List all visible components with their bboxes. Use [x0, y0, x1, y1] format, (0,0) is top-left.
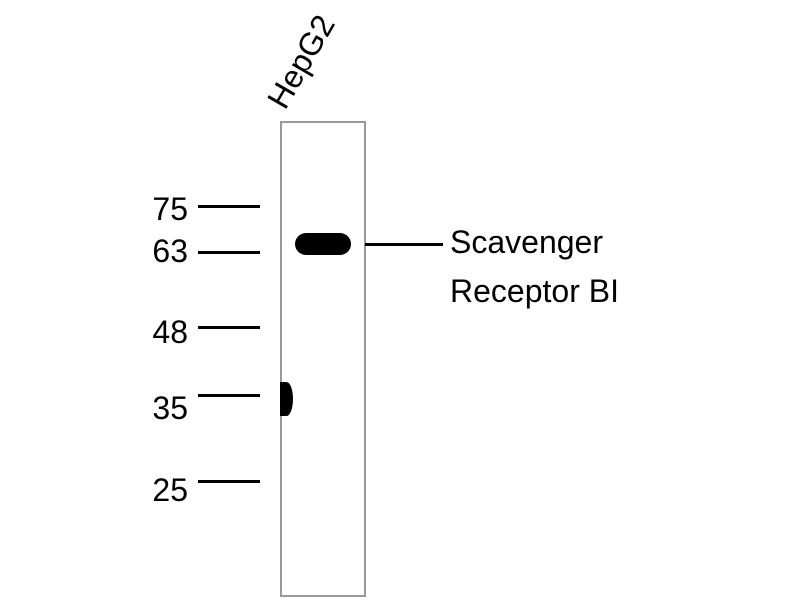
marker-tick-63 — [198, 251, 260, 254]
marker-tick-75 — [198, 205, 260, 208]
blot-lane — [280, 121, 366, 597]
marker-tick-35 — [198, 394, 260, 397]
marker-label-75: 75 — [152, 191, 188, 227]
lane-label: HepG2 — [259, 8, 342, 115]
marker-tick-48 — [198, 326, 260, 329]
marker-tick-25 — [198, 480, 260, 483]
marker-label-25: 25 — [152, 472, 188, 508]
protein-band — [295, 233, 351, 255]
edge-artifact — [280, 382, 293, 416]
annotation-line — [365, 243, 443, 246]
marker-label-48: 48 — [152, 314, 188, 350]
target-label-line2: Receptor BI — [450, 273, 619, 309]
marker-label-35: 35 — [152, 390, 188, 426]
target-label-line1: Scavenger — [450, 224, 603, 260]
marker-label-63: 63 — [152, 233, 188, 269]
